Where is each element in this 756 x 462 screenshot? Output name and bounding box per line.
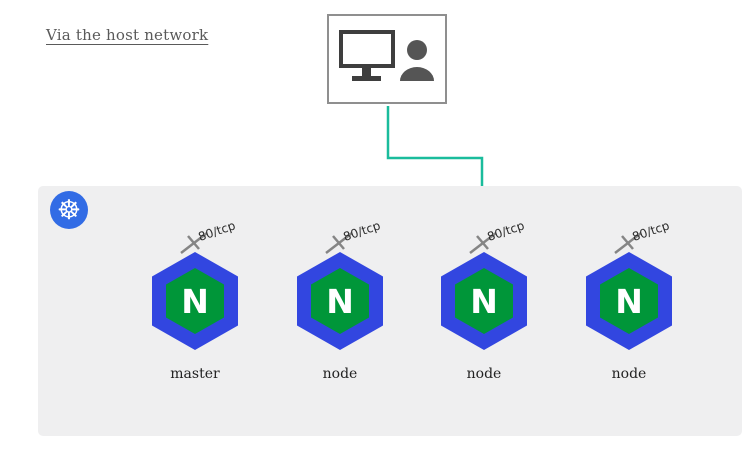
nginx-inner-hexagon-icon: N [600, 268, 658, 334]
nginx-letter: N [470, 281, 498, 321]
node-name-label: node [611, 366, 647, 382]
node-name-label: node [322, 366, 358, 382]
nginx-inner-hexagon-icon: N [311, 268, 369, 334]
user-icon [400, 40, 434, 81]
monitor-icon [339, 30, 395, 81]
port-marker-icon [614, 232, 642, 254]
nginx-pod-hexagon-icon: N [297, 252, 383, 350]
nginx-inner-hexagon-icon: N [166, 268, 224, 334]
port-marker-icon [325, 232, 353, 254]
cluster-node-master: 80/tcp N master [135, 218, 255, 394]
node-name-label: node [466, 366, 502, 382]
nginx-pod-hexagon-icon: N [152, 252, 238, 350]
nginx-letter: N [181, 281, 209, 321]
nginx-letter: N [615, 281, 643, 321]
cluster-node: 80/tcp N node [569, 218, 689, 394]
port-marker-icon [180, 232, 208, 254]
nginx-inner-hexagon-icon: N [455, 268, 513, 334]
cluster-node: 80/tcp N node [280, 218, 400, 394]
cluster-node-arrow-target: 80/tcp N node [424, 218, 544, 394]
node-name-label: master [170, 366, 220, 382]
port-marker-icon [469, 232, 497, 254]
nginx-pod-hexagon-icon: N [586, 252, 672, 350]
kubernetes-logo-icon: ☸ [50, 191, 88, 229]
nginx-pod-hexagon-icon: N [441, 252, 527, 350]
diagram-title: Via the host network [46, 26, 209, 44]
client-workstation-box [327, 14, 447, 104]
client-icons [339, 30, 434, 81]
nginx-letter: N [326, 281, 354, 321]
